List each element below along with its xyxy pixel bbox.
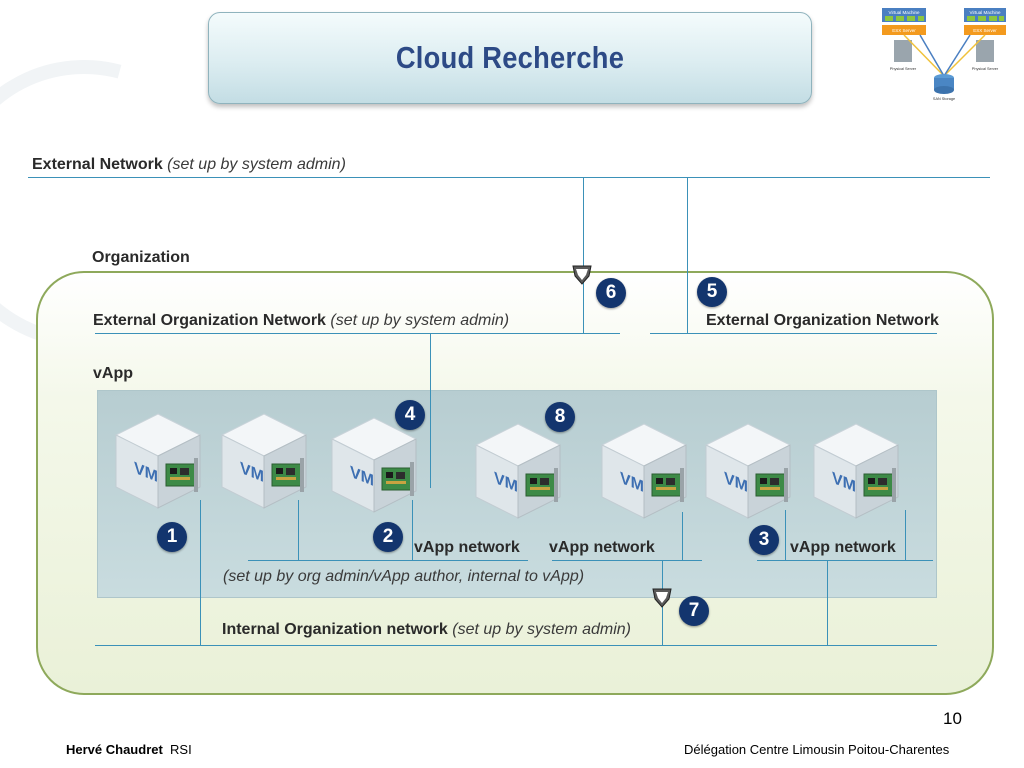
internal-org-network-line [95, 645, 937, 646]
logo-vm-label-right: Virtual Machine [970, 10, 1001, 15]
ext-org-network-left-label: External Organization Network (set up by… [93, 312, 509, 330]
badge-1: 1 [157, 522, 187, 552]
vm-1[interactable] [108, 408, 208, 518]
external-network-label: External Network (set up by system admin… [32, 156, 346, 174]
vm-4[interactable] [468, 418, 568, 528]
vm7-vapp-link-line [905, 510, 906, 560]
vm3-ext-link-line [430, 333, 431, 488]
logo-physical-label-left: Physical Server [890, 67, 917, 71]
external-network-line [28, 177, 990, 178]
vapp-network-a-label: vApp network [414, 539, 520, 556]
virtualization-logo: Virtual Machine ESX Server Physical Serv… [882, 8, 1006, 101]
vapp-note: (set up by org admin/vApp author, intern… [223, 568, 585, 585]
vm-7[interactable] [806, 418, 906, 528]
internal-org-network-label: Internal Organization network (set up by… [222, 621, 631, 639]
badge-4: 4 [395, 400, 425, 430]
footer-dept: RSI [170, 742, 192, 757]
vapp-network-c-line [757, 560, 933, 561]
external-network-name: External Network [32, 156, 163, 173]
logo-san-storage: SAN Storage [903, 34, 986, 101]
badge-7: 7 [679, 596, 709, 626]
page-number: 10 [943, 709, 962, 728]
badge-2: 2 [373, 522, 403, 552]
badge-3: 3 [749, 525, 779, 555]
vm3-vapp-link-line [412, 500, 413, 560]
badge-6: 6 [596, 278, 626, 308]
title-banner: Cloud Recherche [208, 12, 812, 104]
logo-vm-label-left: Virtual Machine [889, 10, 920, 15]
external-network-note: (set up by system admin) [167, 156, 346, 173]
footer-organization: Délégation Centre Limousin Poitou-Charen… [684, 742, 950, 757]
vm2-vapp-link-line [298, 500, 299, 560]
logo-esx-label-right: ESX Server [973, 28, 997, 33]
logo-esx-label-left: ESX Server [892, 28, 916, 33]
vapp-network-a-line [248, 560, 528, 561]
logo-server-right: Virtual Machine ESX Server Physical Serv… [964, 8, 1006, 71]
firewall-icon-7 [650, 585, 674, 609]
organization-label: Organization [92, 249, 190, 266]
vapp-network-c-label: vApp network [790, 539, 896, 556]
vm6-vapp-link-line [785, 510, 786, 560]
internal-org-network-name: Internal Organization network [222, 621, 448, 638]
vm-6[interactable] [698, 418, 798, 528]
badge-8: 8 [545, 402, 575, 432]
vm1-internal-link-line [200, 500, 201, 645]
vapp-network-b-label: vApp network [549, 539, 655, 556]
logo-san-label: SAN Storage [933, 97, 955, 101]
footer-author: Hervé Chaudret [66, 742, 163, 757]
vm-2[interactable] [214, 408, 314, 518]
vm5-vapp-link-line [682, 512, 683, 560]
internal-org-network-note: (set up by system admin) [452, 621, 631, 638]
uplink-line-6 [583, 177, 584, 333]
ext-org-network-left-name: External Organization Network [93, 312, 326, 329]
page-title: Cloud Recherche [395, 40, 625, 75]
vapp-label: vApp [93, 365, 133, 382]
logo-physical-label-right: Physical Server [972, 67, 999, 71]
logo-server-left: Virtual Machine ESX Server Physical Serv… [882, 8, 926, 71]
vm-5[interactable] [594, 418, 694, 528]
badge-5: 5 [697, 277, 727, 307]
ext-org-network-right-line [650, 333, 937, 334]
firewall-icon-6 [570, 262, 594, 286]
ext-org-network-right-label: External Organization Network [706, 312, 939, 329]
ext-org-network-left-line [95, 333, 620, 334]
footer-author-block: Hervé Chaudret RSI [66, 742, 192, 757]
vapp-network-b-line [552, 560, 702, 561]
vapp3-internal-link-line [827, 560, 828, 645]
uplink-line-5 [687, 177, 688, 333]
ext-org-network-left-note: (set up by system admin) [330, 312, 510, 329]
